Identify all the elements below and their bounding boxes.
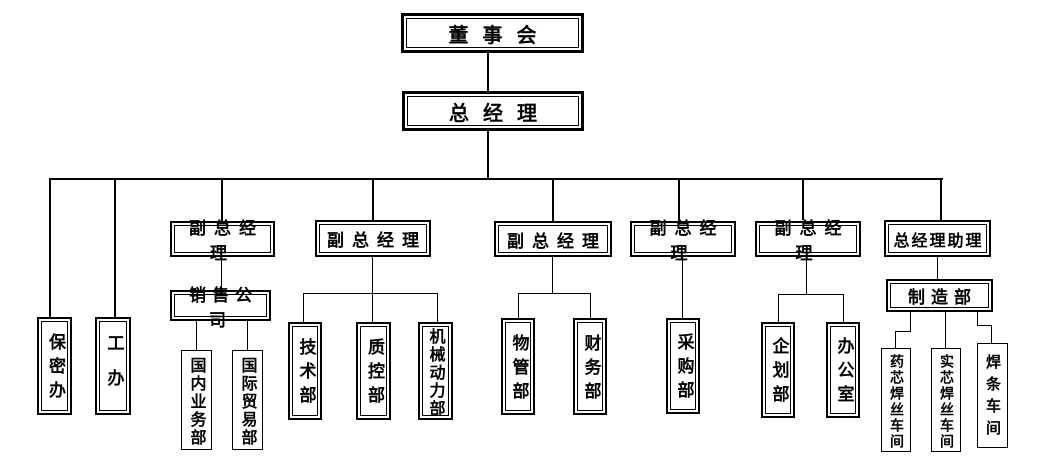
- connector-rail-vp1: [221, 178, 223, 221]
- node-electrode-workshop: 焊条车间: [977, 343, 1008, 448]
- node-vp2: 副总经理: [315, 220, 431, 257]
- node-flux-cored-wire-workshop: 药芯焊丝车间: [881, 348, 911, 452]
- connector-vp5-bar: [778, 294, 844, 295]
- node-vp3: 副总经理: [494, 221, 612, 257]
- connector-vp2-tech: [303, 293, 304, 322]
- node-finance-dept: 财务部: [573, 318, 607, 415]
- node-manufacturing-dept: 制造部: [886, 279, 993, 312]
- node-machinery-power-dept: 机械动力部: [418, 322, 453, 420]
- node-sales-company: 销售公司: [170, 286, 271, 331]
- connector-gm-rail: [487, 130, 489, 178]
- node-board: 董事会: [401, 13, 584, 53]
- connector-vp4-purchasing: [682, 257, 683, 318]
- connector-vp3-bar: [518, 293, 591, 294]
- connector-rail-secrecy: [49, 178, 51, 317]
- connector-mfg-solid: [945, 312, 946, 348]
- node-vp4: 副总经理: [630, 219, 736, 264]
- node-secrecy-office: 保密办: [37, 317, 72, 415]
- connector-sales-intl: [247, 321, 248, 350]
- connector-rail-vp4: [678, 178, 680, 221]
- connector-rail-labor: [114, 178, 116, 317]
- connector-mfg-electrode-h: [977, 325, 992, 326]
- node-vp1: 副总经理: [170, 219, 275, 264]
- node-quality-control-dept: 质控部: [356, 322, 391, 420]
- connector-assistant-mfg: [937, 257, 938, 279]
- node-gm-assistant: 总经理助理: [884, 220, 991, 257]
- connector-vp5-office: [843, 294, 844, 322]
- connector-vp5-stem: [806, 257, 807, 295]
- node-technology-dept: 技术部: [288, 322, 322, 420]
- connector-vp2-stem: [372, 257, 373, 294]
- node-general-manager: 总经理: [402, 91, 584, 131]
- connector-mfg-flux-v2: [895, 331, 896, 348]
- connector-main-rail: [49, 178, 943, 180]
- node-purchasing-dept: 采购部: [666, 318, 700, 414]
- connector-mfg-electrode-v1: [977, 312, 978, 326]
- connector-vp2-mech: [437, 293, 438, 322]
- connector-rail-vp2: [372, 178, 374, 220]
- connector-rail-assistant: [940, 178, 942, 220]
- node-solid-wire-workshop: 实芯焊丝车间: [931, 348, 961, 452]
- connector-mfg-electrode-v2: [991, 325, 992, 343]
- node-intl-trade-dept: 国际贸易部: [232, 350, 263, 450]
- connector-vp1-sales: [221, 257, 222, 290]
- node-planning-dept: 企划部: [761, 322, 795, 418]
- connector-rail-vp3: [552, 178, 554, 221]
- node-office: 办公室: [826, 322, 860, 418]
- node-labor-office: 工办: [95, 317, 131, 415]
- node-vp5: 副总经理: [755, 219, 861, 264]
- connector-vp2-bar: [303, 293, 438, 294]
- connector-vp5-planning: [778, 294, 779, 322]
- connector-board-gm: [487, 52, 489, 91]
- connector-vp3-stem: [552, 257, 553, 294]
- connector-mfg-flux-v1: [910, 312, 911, 332]
- connector-vp3-finance: [590, 293, 591, 318]
- node-domestic-business-dept: 国内业务部: [181, 350, 212, 450]
- connector-rail-vp5: [802, 178, 804, 220]
- connector-vp2-qc: [372, 293, 373, 322]
- connector-sales-domestic: [196, 321, 197, 350]
- node-materials-dept: 物管部: [501, 318, 535, 415]
- connector-vp3-materials: [518, 293, 519, 318]
- connector-mfg-flux-h: [895, 331, 911, 332]
